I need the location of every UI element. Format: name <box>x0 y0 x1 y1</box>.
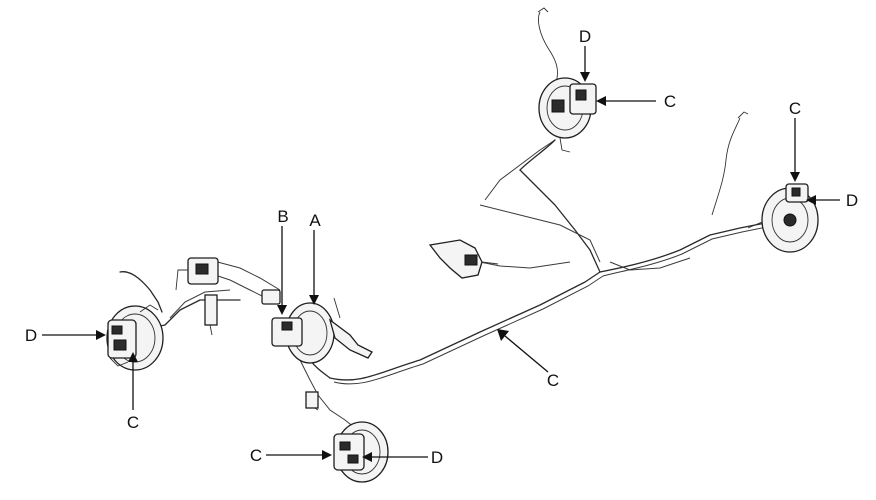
label-c-front-right: C <box>250 446 262 465</box>
parking-brake-lever <box>428 239 499 279</box>
brake-lines <box>119 7 773 429</box>
label-c-main-line: C <box>547 371 559 390</box>
label-c-rear-left: C <box>664 92 676 111</box>
label-d-rear-right: D <box>846 191 858 210</box>
callout-arrows <box>42 46 840 462</box>
front-right-brake-assembly <box>305 391 389 483</box>
label-d-rear-left: D <box>579 27 591 46</box>
label-d-front-left: D <box>25 326 37 345</box>
label-a-master-cylinder: A <box>309 211 321 230</box>
master-cylinder-booster <box>261 289 373 364</box>
label-c-rear-right: C <box>789 99 801 118</box>
rear-right-brake-assembly <box>747 183 819 253</box>
label-d-front-right: D <box>431 448 443 467</box>
callout-labels: D C C D B A D C C C D <box>25 27 858 467</box>
rear-left-brake-assembly <box>538 77 597 153</box>
abs-module <box>175 257 219 336</box>
label-b-brake-booster: B <box>277 207 288 226</box>
front-left-brake-assembly <box>106 304 164 371</box>
label-c-front-left: C <box>127 413 139 432</box>
